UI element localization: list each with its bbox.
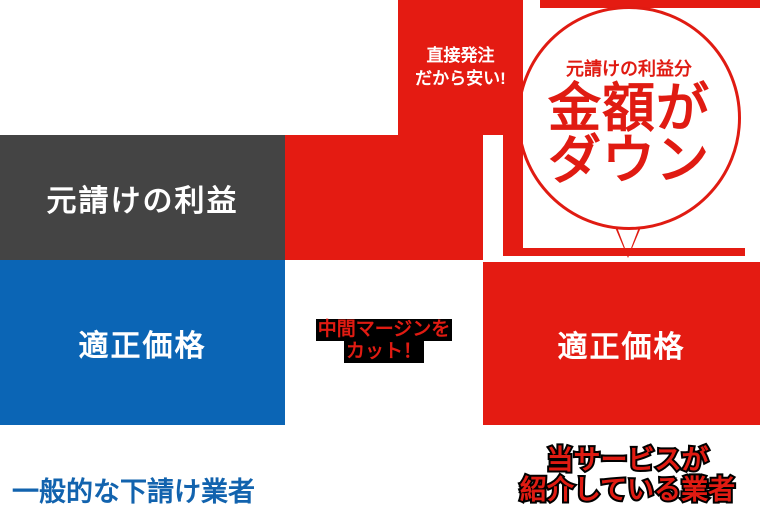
cut-margin-text-line2: カット！	[343, 341, 424, 364]
bracket-top-bar	[540, 0, 760, 8]
amount-down-speech-bubble: 元請けの利益分 金額が ダウン	[517, 6, 741, 230]
fair-price-box-left: 適正価格	[0, 260, 285, 425]
middle-cut-white-block: 中間マージンを カット！	[285, 260, 483, 422]
direct-order-callout-text: 直接発注 だから安い!	[415, 45, 506, 91]
fair-price-label-right: 適正価格	[557, 330, 686, 364]
bracket-bottom-bar	[503, 248, 745, 256]
prime-contractor-profit-box: 元請けの利益	[0, 135, 285, 260]
fair-price-box-right: 適正価格	[483, 262, 760, 425]
direct-order-line2: だから安い!	[415, 68, 506, 88]
bubble-headline-line1: 金額が	[548, 79, 710, 139]
caption-our-service-line2: 紹介している業者	[518, 473, 737, 507]
caption-our-service-contractors: 当サービスが 紹介している業者	[495, 443, 760, 507]
fair-price-label-left: 適正価格	[78, 329, 207, 363]
direct-order-callout-box: 直接発注 だから安い!	[398, 0, 523, 135]
cut-margin-text-line1: 中間マージンを	[315, 318, 453, 341]
cut-margin-text: 中間マージンを カット！	[315, 318, 453, 364]
caption-general-subcontractor: 一般的な下請け業者	[12, 477, 255, 507]
bubble-headline: 金額が ダウン	[548, 82, 710, 190]
middle-margin-red-block	[285, 135, 483, 260]
direct-order-line1: 直接発注	[426, 45, 495, 65]
caption-our-service-line1: 当サービスが	[545, 443, 711, 477]
bubble-subtitle: 元請けの利益分	[566, 59, 692, 80]
prime-contractor-profit-label: 元請けの利益	[46, 184, 239, 218]
bubble-headline-line2: ダウン	[548, 131, 710, 190]
